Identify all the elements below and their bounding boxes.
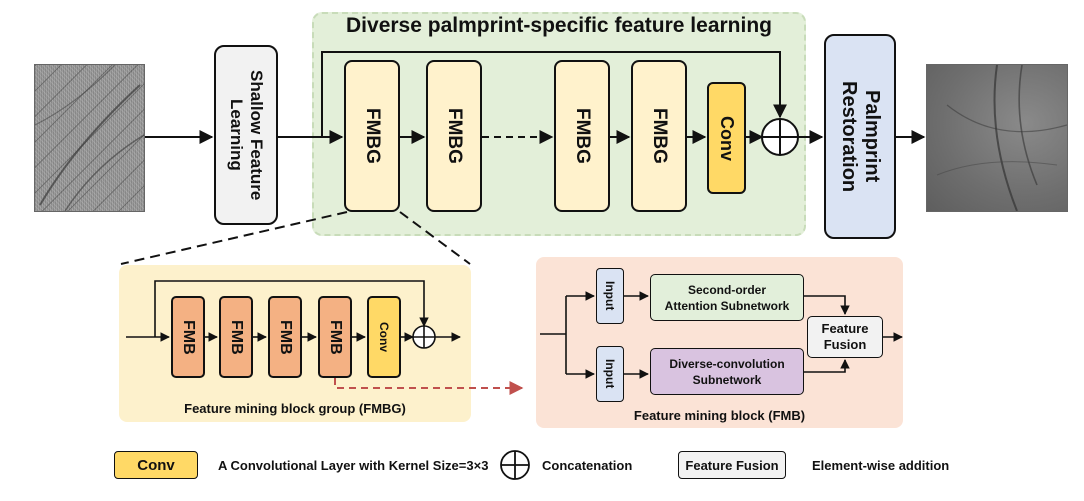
legend-conv-label: Conv [137, 456, 175, 474]
legend-conv-swatch: Conv [114, 451, 198, 479]
fmbg-caption: Feature mining block group (FMBG) [184, 401, 406, 416]
input-label: Input [603, 359, 617, 389]
fmbg-conv-block: Conv [367, 296, 401, 378]
fmb-block-4: FMB [318, 296, 352, 378]
fmbg-block-3: FMBG [554, 60, 610, 212]
fmb-block-3: FMB [268, 296, 302, 378]
input-label: Input [603, 281, 617, 311]
fmbg-block-1: FMBG [344, 60, 400, 212]
fmbg-label: FMBG [649, 108, 670, 164]
legend-fusion-label: Feature Fusion [685, 457, 779, 473]
conv-label: Conv [717, 115, 737, 161]
conv-label: Conv [377, 322, 391, 352]
attention-label: Second-order Attention Subnetwork [664, 282, 790, 313]
diverse-convolution-subnetwork: Diverse-convolution Subnetwork [650, 348, 804, 395]
input-block-top: Input [596, 268, 624, 324]
fmbg-label: FMBG [572, 108, 593, 164]
fmbg-block-4: FMBG [631, 60, 687, 212]
fmb-label: FMB [228, 319, 245, 355]
main-title: Diverse palmprint-specific feature learn… [346, 14, 772, 37]
fmb-label: FMB [180, 319, 197, 355]
fmb-block-1: FMB [171, 296, 205, 378]
fmbg-label: FMBG [362, 108, 383, 164]
palmprint-restoration-label: Palmprint Restoration [838, 80, 883, 193]
fmb-caption: Feature mining block (FMB) [633, 408, 806, 423]
shallow-feature-learning-block: Shallow Feature Learning [214, 45, 278, 225]
legend-concat-description: Concatenation [542, 458, 633, 473]
fmbg-label: FMBG [444, 108, 465, 164]
fmb-label: FMB [277, 319, 294, 355]
feature-fusion-block: Feature Fusion [807, 316, 883, 358]
fmb-block-2: FMB [219, 296, 253, 378]
feature-fusion-label: Feature Fusion [821, 321, 869, 352]
degraded-palmprint-image [34, 64, 145, 212]
legend-concatenation-symbol [500, 450, 530, 480]
diverse-label: Diverse-convolution Subnetwork [669, 356, 785, 387]
legend-fusion-description: Element-wise addition [812, 458, 950, 473]
main-conv-block: Conv [707, 82, 746, 194]
restored-palmprint-image [926, 64, 1068, 212]
legend-fusion-swatch: Feature Fusion [678, 451, 786, 479]
palmprint-restoration-block: Palmprint Restoration [824, 34, 896, 239]
input-block-bottom: Input [596, 346, 624, 402]
second-order-attention-subnetwork: Second-order Attention Subnetwork [650, 274, 804, 321]
fmb-label: FMB [327, 319, 344, 355]
fmbg-block-2: FMBG [426, 60, 482, 212]
shallow-feature-learning-label: Shallow Feature Learning [227, 69, 266, 201]
legend-conv-description: A Convolutional Layer with Kernel Size=3… [218, 458, 489, 473]
